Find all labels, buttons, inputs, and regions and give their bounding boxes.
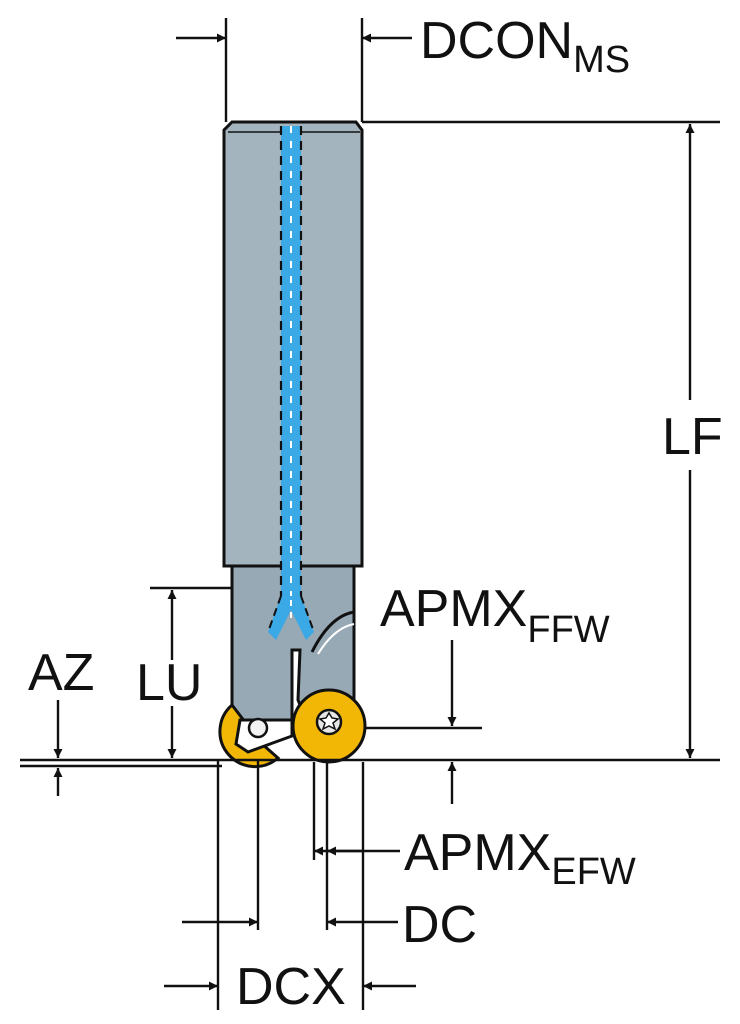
label-dc: DC	[402, 896, 477, 954]
label-az: AZ	[28, 644, 94, 702]
left-insert	[218, 702, 294, 769]
extension-lines	[20, 18, 720, 1010]
coolant-channel	[267, 126, 315, 640]
label-dcx: DCX	[236, 958, 346, 1016]
label-lf: LF	[662, 408, 723, 466]
label-lu-bg	[134, 662, 212, 704]
right-insert	[291, 688, 367, 764]
screw-icon	[247, 717, 269, 739]
label-lu: LU	[136, 654, 202, 712]
label-dcon-ms: DCONMS	[420, 12, 630, 81]
label-apmx-ffw: APMXFFW	[380, 580, 610, 651]
label-lf-bg	[660, 402, 720, 466]
label-apmx-efw: APMXEFW	[404, 824, 636, 893]
